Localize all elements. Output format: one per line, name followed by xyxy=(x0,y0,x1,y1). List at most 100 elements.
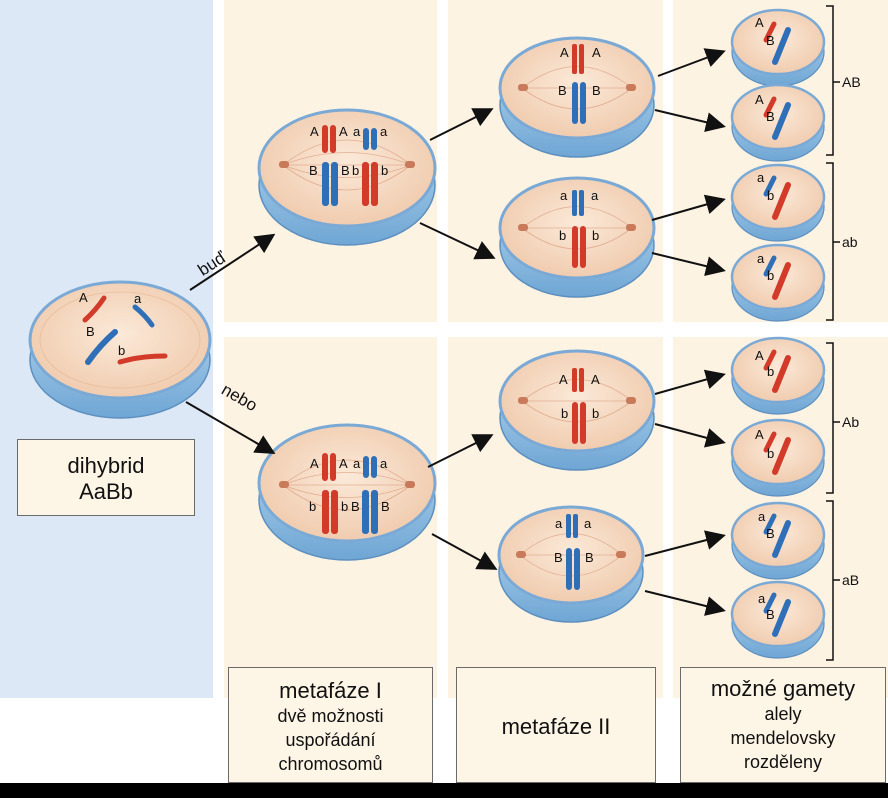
m2-1-B2: B xyxy=(592,83,601,98)
chromosome-A xyxy=(82,295,107,323)
arrow-g1 xyxy=(657,48,726,77)
arrow-m1b-up xyxy=(427,434,494,468)
m1b-A1: A xyxy=(310,456,319,471)
bracket-Ab xyxy=(826,342,840,494)
bracket-ab xyxy=(826,162,840,321)
arrow-m1t-down xyxy=(419,222,496,260)
g6-b: b xyxy=(767,446,774,461)
dihybrid-line1: dihybrid xyxy=(67,453,145,478)
g7-B: B xyxy=(766,526,775,541)
gamete-Ab-2: A b xyxy=(730,418,826,497)
g4-a: a xyxy=(757,251,765,266)
m2-3-A2: A xyxy=(591,372,600,387)
m1b-a1: a xyxy=(353,456,361,471)
metaphase2-cell-3: A A b b xyxy=(498,349,656,471)
tetrad-A xyxy=(322,125,336,153)
g8-B: B xyxy=(766,607,775,622)
g3-b: b xyxy=(767,188,774,203)
bracket-aB xyxy=(826,500,840,661)
m2-1-B1: B xyxy=(558,83,567,98)
arrow-g7 xyxy=(644,530,726,557)
arrow-m1t-up xyxy=(429,108,494,141)
metaphase1-sub1: dvě možnosti xyxy=(277,706,384,726)
parent-label-B: B xyxy=(86,324,95,339)
g3-a: a xyxy=(757,170,765,185)
dihybrid-line2: AaBb xyxy=(79,479,133,504)
m1t-A1: A xyxy=(310,124,319,139)
arrow-g8 xyxy=(644,590,726,616)
metaphase1-cell-top: A A a a B B b b xyxy=(257,108,437,246)
parent-label-a: a xyxy=(134,291,142,306)
m1b-b2: b xyxy=(341,499,348,514)
metaphase1-sub3: chromosomů xyxy=(278,754,383,774)
arrow-g2 xyxy=(654,109,726,133)
m1b-B2: B xyxy=(381,499,390,514)
bracket-AB xyxy=(826,5,840,156)
gametes-sub3: rozděleny xyxy=(743,752,823,772)
tetrad-b xyxy=(362,162,378,206)
chromosome-B xyxy=(85,329,118,365)
g1-A: A xyxy=(755,15,764,30)
arrow-g6 xyxy=(654,423,726,448)
parent-cell: A a B b xyxy=(28,280,212,419)
m1t-B1: B xyxy=(309,163,318,178)
gamete-AB-2: A B xyxy=(730,83,826,162)
m2-4-a2: a xyxy=(584,516,592,531)
gamete-aB-1: a B xyxy=(730,501,826,580)
tetrad-a xyxy=(363,128,377,150)
m2-4-B1: B xyxy=(554,550,563,565)
g5-b: b xyxy=(767,364,774,379)
m2-3-b2: b xyxy=(592,406,599,421)
gamete-Ab-1: A b xyxy=(730,336,826,415)
arrow-m1b-down xyxy=(431,533,498,570)
gametes-caption: možné gamety alely mendelovsky rozděleny xyxy=(680,667,886,783)
m1t-b2: b xyxy=(381,163,388,178)
m1t-a1: a xyxy=(353,124,361,139)
bottom-bar xyxy=(0,783,888,798)
group-aB: aB xyxy=(842,572,859,588)
metaphase2-cell-1: A A B B xyxy=(498,36,656,158)
g1-B: B xyxy=(766,33,775,48)
m2-2-a2: a xyxy=(591,188,599,203)
brackets xyxy=(826,5,840,661)
chromosome-a xyxy=(132,304,155,328)
m1b-B1: B xyxy=(351,499,360,514)
arrow-or xyxy=(185,401,276,455)
arrow-either xyxy=(189,233,276,291)
m1t-A2: A xyxy=(339,124,348,139)
g2-B: B xyxy=(766,109,775,124)
arrow-g4 xyxy=(651,252,726,276)
g2-A: A xyxy=(755,92,764,107)
m1b-a2: a xyxy=(380,456,388,471)
g4-b: b xyxy=(767,268,774,283)
m1t-a2: a xyxy=(380,124,388,139)
m1t-B2: B xyxy=(341,163,350,178)
gametes-title: možné gamety xyxy=(710,676,856,701)
parent-label-A: A xyxy=(79,290,88,305)
gamete-cells: A B A B a b a b xyxy=(730,8,826,659)
dihybrid-caption: dihybrid AaBb xyxy=(17,439,195,516)
m2-4-B2: B xyxy=(585,550,594,565)
m2-1-A2: A xyxy=(592,45,601,60)
m1t-b1: b xyxy=(352,163,359,178)
metaphase1-sub2: uspořádání xyxy=(285,730,376,750)
parent-label-b: b xyxy=(118,343,125,358)
m2-3-A1: A xyxy=(559,372,568,387)
arrow-g3 xyxy=(651,194,726,221)
metaphase1-title: metafáze I xyxy=(279,678,382,703)
metaphase2-caption: metafáze II xyxy=(456,667,656,783)
gametes-sub1: alely xyxy=(764,704,802,724)
metaphase1-cell-bottom: A A a a b b B B xyxy=(257,423,437,561)
group-AB: AB xyxy=(842,74,861,90)
metaphase2-cell-2: a a b b xyxy=(498,176,656,298)
gamete-AB-1: A B xyxy=(730,8,826,87)
g7-a: a xyxy=(758,509,766,524)
group-ab: ab xyxy=(842,234,858,250)
m2-4-a1: a xyxy=(555,516,563,531)
group-Ab: Ab xyxy=(842,414,859,430)
gamete-aB-2: a B xyxy=(730,580,826,659)
metaphase1-caption: metafáze I dvě možnosti uspořádání chrom… xyxy=(228,667,433,783)
m1b-b1: b xyxy=(309,499,316,514)
m2-2-b1: b xyxy=(559,228,566,243)
